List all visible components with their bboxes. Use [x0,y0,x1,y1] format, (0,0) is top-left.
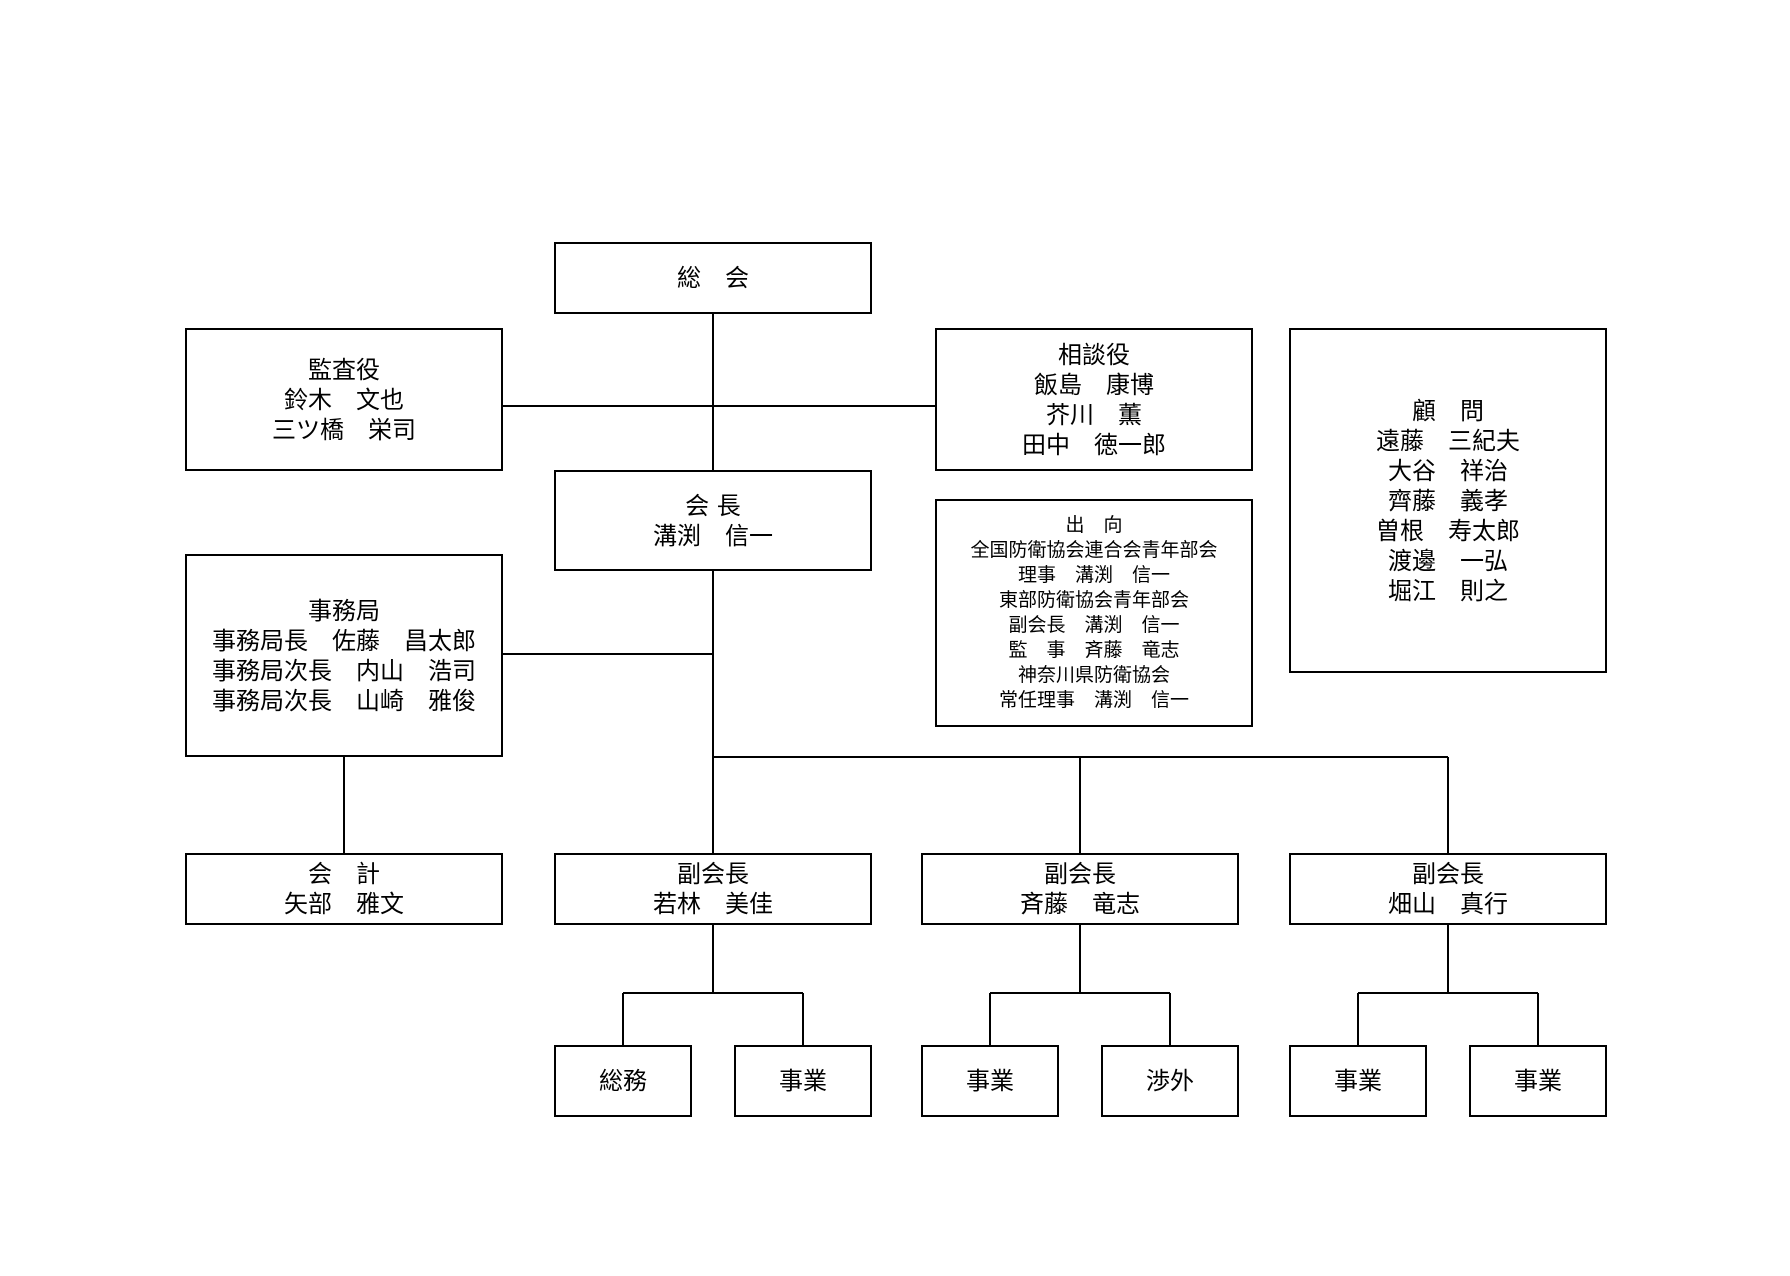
vice-president-box: 副会長 畑山 真行 [1289,853,1607,925]
vice-president-title: 副会長 [1044,860,1116,888]
secondment-line: 副会長 溝渕 信一 [1008,614,1180,636]
business-unit-box: 事業 [1469,1045,1607,1117]
vice-president-title: 副会長 [1412,860,1484,888]
secondment-line: 常任理事 溝渕 信一 [998,689,1189,711]
counselor-box: 相談役 飯島 康博 芥川 薫 田中 徳一郎 [935,328,1253,471]
secondment-line: 監 事 斉藤 竜志 [1008,639,1180,661]
secretariat-member: 事務局次長 内山 浩司 [212,656,476,685]
vice-president-name: 畑山 真行 [1388,890,1508,918]
general-assembly-title: 総 会 [677,264,749,292]
unit-label: 渉外 [1146,1067,1194,1095]
vice-president-box: 副会長 若林 美佳 [554,853,872,925]
vice-president-title: 副会長 [677,860,749,888]
external-relations-unit-box: 渉外 [1101,1045,1239,1117]
secondment-title: 出 向 [1065,514,1123,536]
secretariat-title: 事務局 [308,596,380,625]
secretariat-box: 事務局 事務局長 佐藤 昌太郎 事務局次長 内山 浩司 事務局次長 山崎 雅俊 [185,554,503,757]
business-unit-box: 事業 [734,1045,872,1117]
adviser-name: 齊藤 義孝 [1388,486,1508,515]
unit-label: 事業 [779,1067,827,1095]
auditor-title: 監査役 [308,355,380,384]
president-title: 会 長 [685,491,741,520]
vice-president-name: 若林 美佳 [653,890,773,918]
business-unit-box: 事業 [921,1045,1059,1117]
secretariat-member: 事務局次長 山崎 雅俊 [212,686,476,715]
unit-label: 総務 [599,1067,647,1095]
adviser-name: 大谷 祥治 [1388,456,1508,485]
general-affairs-unit-box: 総務 [554,1045,692,1117]
secondment-box: 出 向 全国防衛協会連合会青年部会 理事 溝渕 信一 東部防衛協会青年部会 副会… [935,499,1253,727]
secretariat-member: 事務局長 佐藤 昌太郎 [212,626,476,655]
unit-label: 事業 [1334,1067,1382,1095]
treasurer-title: 会 計 [308,860,380,888]
secondment-line: 東部防衛協会青年部会 [998,589,1189,611]
treasurer-name: 矢部 雅文 [284,890,404,918]
adviser-box: 顧 問 遠藤 三紀夫 大谷 祥治 齊藤 義孝 曽根 寿太郎 渡邊 一弘 堀江 則… [1289,328,1607,673]
secondment-line: 理事 溝渕 信一 [1017,564,1170,586]
auditor-name: 三ツ橋 栄司 [272,415,416,444]
president-name: 溝渕 信一 [653,521,773,550]
treasurer-box: 会 計 矢部 雅文 [185,853,503,925]
vice-president-box: 副会長 斉藤 竜志 [921,853,1239,925]
business-unit-box: 事業 [1289,1045,1427,1117]
adviser-title: 顧 問 [1412,396,1484,425]
adviser-name: 遠藤 三紀夫 [1376,426,1520,455]
secondment-line: 神奈川県防衛協会 [1017,664,1170,686]
adviser-name: 渡邊 一弘 [1388,546,1508,575]
adviser-name: 曽根 寿太郎 [1376,516,1520,545]
counselor-name: 芥川 薫 [1046,400,1142,429]
counselor-name: 田中 徳一郎 [1022,430,1166,459]
unit-label: 事業 [1514,1067,1562,1095]
vice-president-name: 斉藤 竜志 [1020,890,1140,918]
counselor-name: 飯島 康博 [1034,370,1154,399]
president-box: 会 長 溝渕 信一 [554,470,872,571]
auditor-box: 監査役 鈴木 文也 三ツ橋 栄司 [185,328,503,471]
adviser-name: 堀江 則之 [1388,576,1508,605]
general-assembly-box: 総 会 [554,242,872,314]
auditor-name: 鈴木 文也 [284,385,404,414]
unit-label: 事業 [966,1067,1014,1095]
counselor-title: 相談役 [1058,340,1130,369]
secondment-line: 全国防衛協会連合会青年部会 [970,539,1218,561]
